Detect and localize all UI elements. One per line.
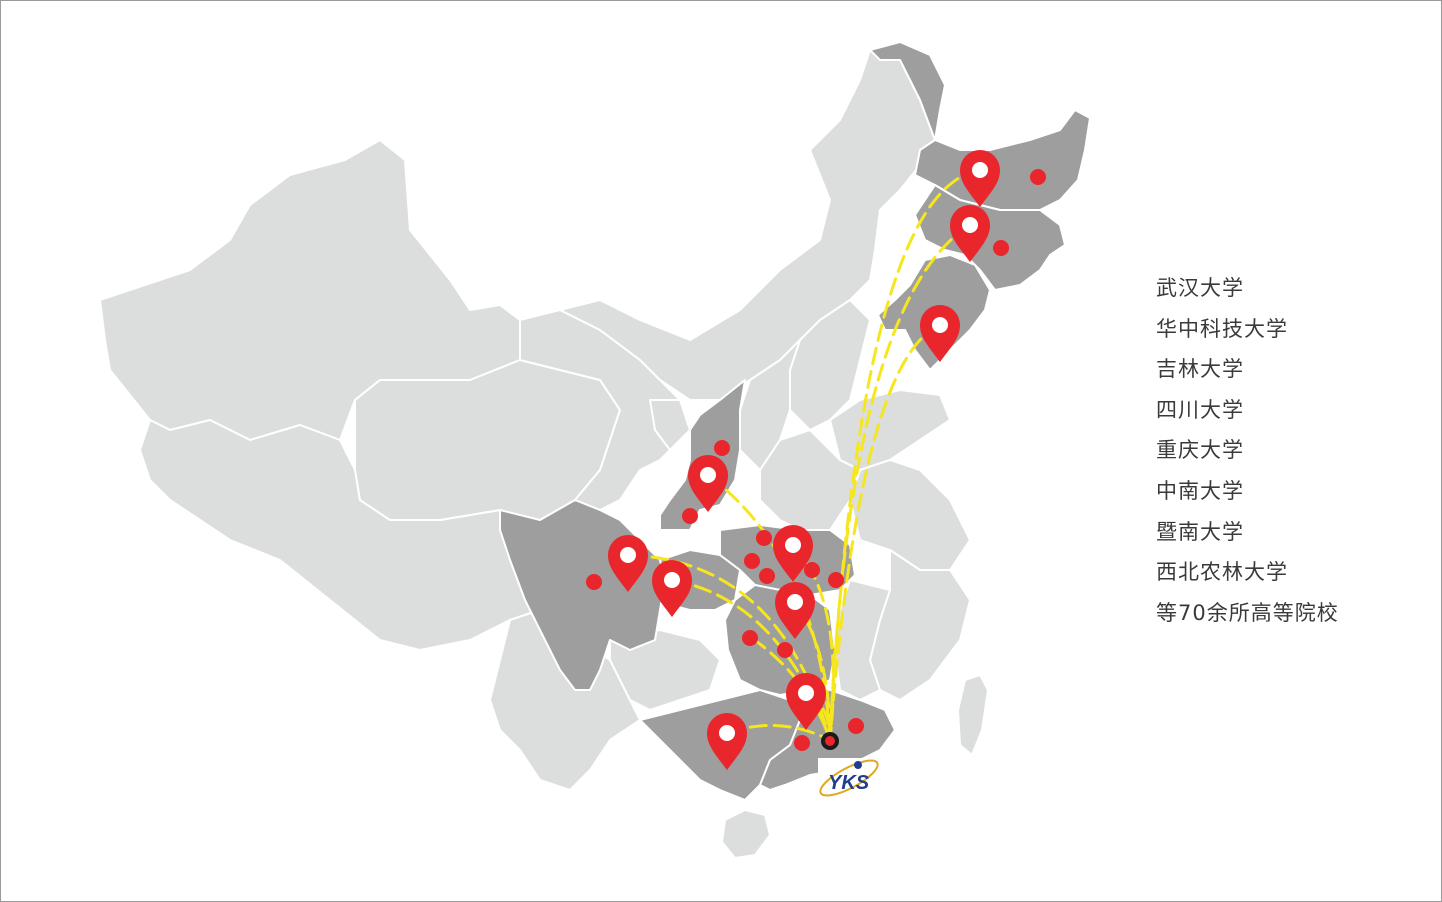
dot-marker-icon bbox=[1030, 169, 1046, 185]
hub-marker-icon bbox=[821, 732, 839, 750]
arc-liaoning bbox=[828, 323, 942, 742]
province-shaanxi bbox=[659, 379, 746, 531]
dot-marker-icon bbox=[828, 572, 844, 588]
province-guizhou bbox=[609, 629, 721, 711]
list-item: 四川大学 bbox=[1156, 397, 1244, 422]
island-taiwan bbox=[957, 674, 989, 756]
list-item: 华中科技大学 bbox=[1156, 316, 1288, 341]
logo-text: YKS bbox=[828, 772, 870, 794]
dot-marker-icon bbox=[744, 553, 760, 569]
dot-marker-icon bbox=[586, 574, 602, 590]
province-jilin bbox=[914, 184, 1066, 291]
dot-marker-icon bbox=[993, 240, 1009, 256]
dot-marker-icon bbox=[848, 718, 864, 734]
dot-marker-icon bbox=[759, 568, 775, 584]
list-item: 暨南大学 bbox=[1156, 519, 1244, 544]
list-item: 武汉大学 bbox=[1156, 276, 1244, 300]
list-item: 重庆大学 bbox=[1156, 438, 1244, 463]
province-jiangsu-anhui bbox=[849, 459, 971, 571]
dot-markers bbox=[586, 169, 1046, 751]
dot-marker-icon bbox=[742, 630, 758, 646]
province-heilongjiang bbox=[869, 41, 1091, 211]
list-item: 中南大学 bbox=[1156, 478, 1244, 503]
island-hainan bbox=[721, 809, 771, 859]
china-landmass bbox=[99, 49, 989, 859]
dot-marker-icon bbox=[804, 562, 820, 578]
arc-hubei bbox=[791, 543, 835, 742]
dot-marker-icon bbox=[794, 735, 810, 751]
dot-marker-icon bbox=[756, 530, 772, 546]
arc-heilongjiang bbox=[828, 168, 982, 742]
list-item: 西北农林大学 bbox=[1156, 560, 1288, 585]
arc-jilin bbox=[828, 223, 972, 742]
list-item: 吉林大学 bbox=[1156, 357, 1244, 382]
arc-hunan-2 bbox=[750, 636, 832, 742]
dot-marker-icon bbox=[777, 642, 793, 658]
logo-icon: YKS bbox=[818, 758, 882, 798]
university-list: 武汉大学 华中科技大学 吉林大学 四川大学 重庆大学 中南大学 暨南大学 西北农… bbox=[1156, 268, 1339, 633]
list-item: 等70余所高等院校 bbox=[1156, 600, 1339, 625]
dot-marker-icon bbox=[682, 508, 698, 524]
province-zhejiang-fujian bbox=[869, 549, 971, 701]
dot-marker-icon bbox=[714, 440, 730, 456]
province-ningxia bbox=[649, 399, 691, 451]
